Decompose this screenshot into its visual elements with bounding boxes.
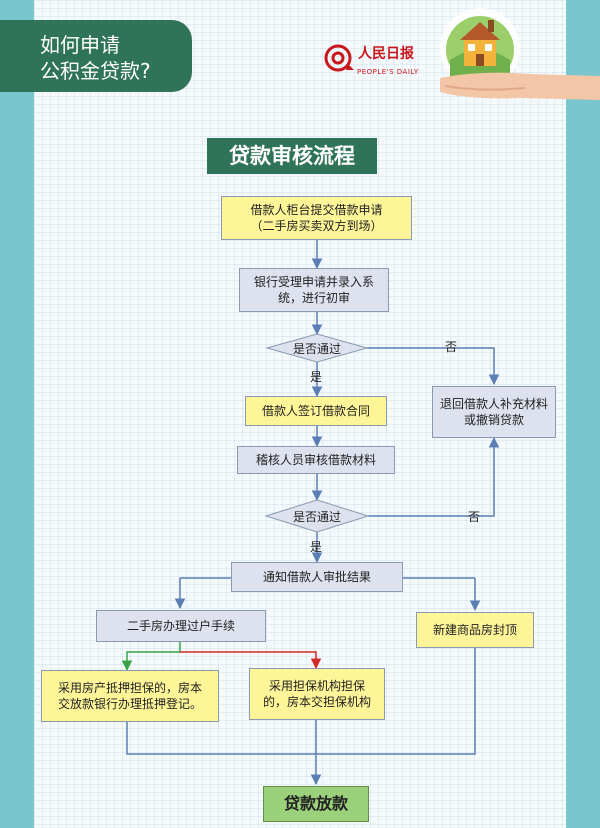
decision1-diamond (265, 333, 369, 363)
hand-holding-house-icon (440, 8, 600, 100)
people-daily-logo-icon (324, 44, 354, 72)
node-notify-result: 通知借款人审批结果 (231, 562, 403, 592)
node-bank-review: 银行受理申请并录入系 统，进行初审 (239, 268, 389, 312)
node-loan-disbursement: 贷款放款 (263, 786, 369, 822)
decision2-diamond (264, 499, 370, 533)
edge-label-yes1: 是 (310, 370, 323, 384)
header-title: 如何申请 公积金贷款? (40, 33, 151, 83)
edge-label-no2: 否 (468, 510, 481, 524)
edge-label-yes2: 是 (310, 540, 323, 554)
diagram-title: 贷款审核流程 (207, 138, 377, 174)
node-guarantee-agency: 采用担保机构担保 的，房本交担保机构 (249, 668, 385, 720)
decision1-label: 是否通过 (292, 342, 341, 356)
edge-branch-red (180, 651, 322, 670)
header-tab (0, 20, 192, 92)
node-mortgage-guarantee: 采用房产抵押担保的，房本 交放款银行办理抵押登记。 (41, 670, 219, 722)
node-transfer-procedure: 二手房办理过户手续 (96, 610, 266, 642)
node-sign-contract: 借款人签订借款合同 (245, 396, 387, 426)
edge-branch-green (121, 642, 181, 672)
edge-new-house-down (317, 648, 476, 755)
logo-name-en: PEOPLE'S DAILY (357, 68, 419, 76)
node-return-materials: 退回借款人补充材料 或撤销贷款 (432, 386, 556, 438)
edge-mortgage-down (126, 722, 317, 755)
logo-name-cn: 人民日报 (358, 46, 414, 62)
node-submit-application: 借款人柜台提交借款申请 （二手房买卖双方到场） (221, 196, 412, 240)
decision2-label: 是否通过 (292, 510, 341, 524)
node-audit-materials: 稽核人员审核借款材料 (237, 446, 395, 474)
edge-label-no1: 否 (445, 340, 458, 354)
node-new-house-topped: 新建商品房封顶 (416, 612, 534, 648)
edge-decision1-no (367, 347, 500, 386)
edge-decision2-no (368, 436, 500, 517)
